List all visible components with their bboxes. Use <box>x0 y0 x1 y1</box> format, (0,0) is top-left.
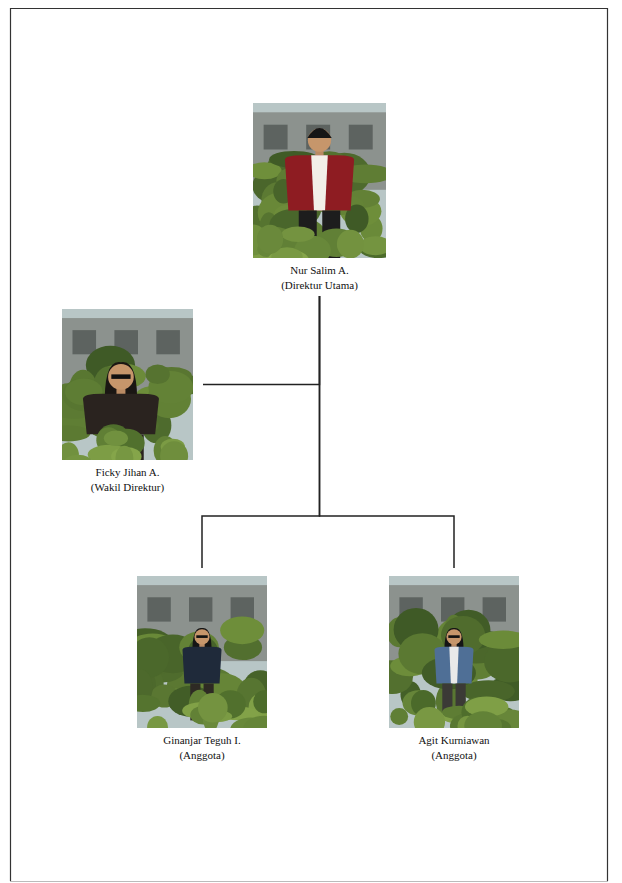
ruin-window <box>156 330 180 354</box>
foliage <box>137 695 160 712</box>
member-role: (Wakil Direktur) <box>60 480 195 495</box>
ruin-window <box>264 125 288 150</box>
member-photo <box>389 576 519 728</box>
foliage <box>220 617 264 645</box>
foliage <box>145 364 169 384</box>
foliage <box>198 693 228 723</box>
foliage <box>282 226 315 242</box>
foliage <box>337 230 364 258</box>
foliage <box>253 690 267 713</box>
member-photo <box>137 576 267 728</box>
foliage <box>464 711 502 728</box>
member-card: Ficky Jihan A.(Wakil Direktur) <box>60 309 195 495</box>
member-name: Nur Salim A. <box>251 263 388 278</box>
org-connector <box>203 296 320 385</box>
ruin-window <box>189 597 212 621</box>
foliage <box>390 708 408 725</box>
member-name: Ginanjar Teguh I. <box>135 733 269 748</box>
member-card: Nur Salim A.(Direktur Utama) <box>251 103 388 293</box>
ruin-window <box>72 330 96 354</box>
org-connector <box>320 296 455 568</box>
ruin-window <box>147 597 170 621</box>
foliage <box>104 430 128 445</box>
foliage <box>160 441 188 460</box>
page-bottom-edge <box>10 881 608 882</box>
page-border <box>11 9 608 882</box>
foliage <box>147 716 168 728</box>
member-photo <box>253 103 386 258</box>
ruin-window <box>349 125 373 150</box>
member-card: Agit Kurniawan(Anggota) <box>387 576 521 763</box>
member-role: (Anggota) <box>135 748 269 763</box>
foliage <box>257 225 283 254</box>
org-connector <box>202 296 320 568</box>
member-name: Ficky Jihan A. <box>60 465 195 480</box>
member-role: (Anggota) <box>387 748 521 763</box>
member-card: Ginanjar Teguh I.(Anggota) <box>135 576 269 763</box>
member-name: Agit Kurniawan <box>387 733 521 748</box>
foliage <box>479 630 519 648</box>
person-figure <box>83 362 159 460</box>
foliage <box>243 716 267 728</box>
member-photo <box>62 309 193 460</box>
foliage <box>64 455 92 460</box>
member-role: (Direktur Utama) <box>251 278 388 293</box>
foliage <box>414 707 445 728</box>
foliage <box>115 446 133 460</box>
